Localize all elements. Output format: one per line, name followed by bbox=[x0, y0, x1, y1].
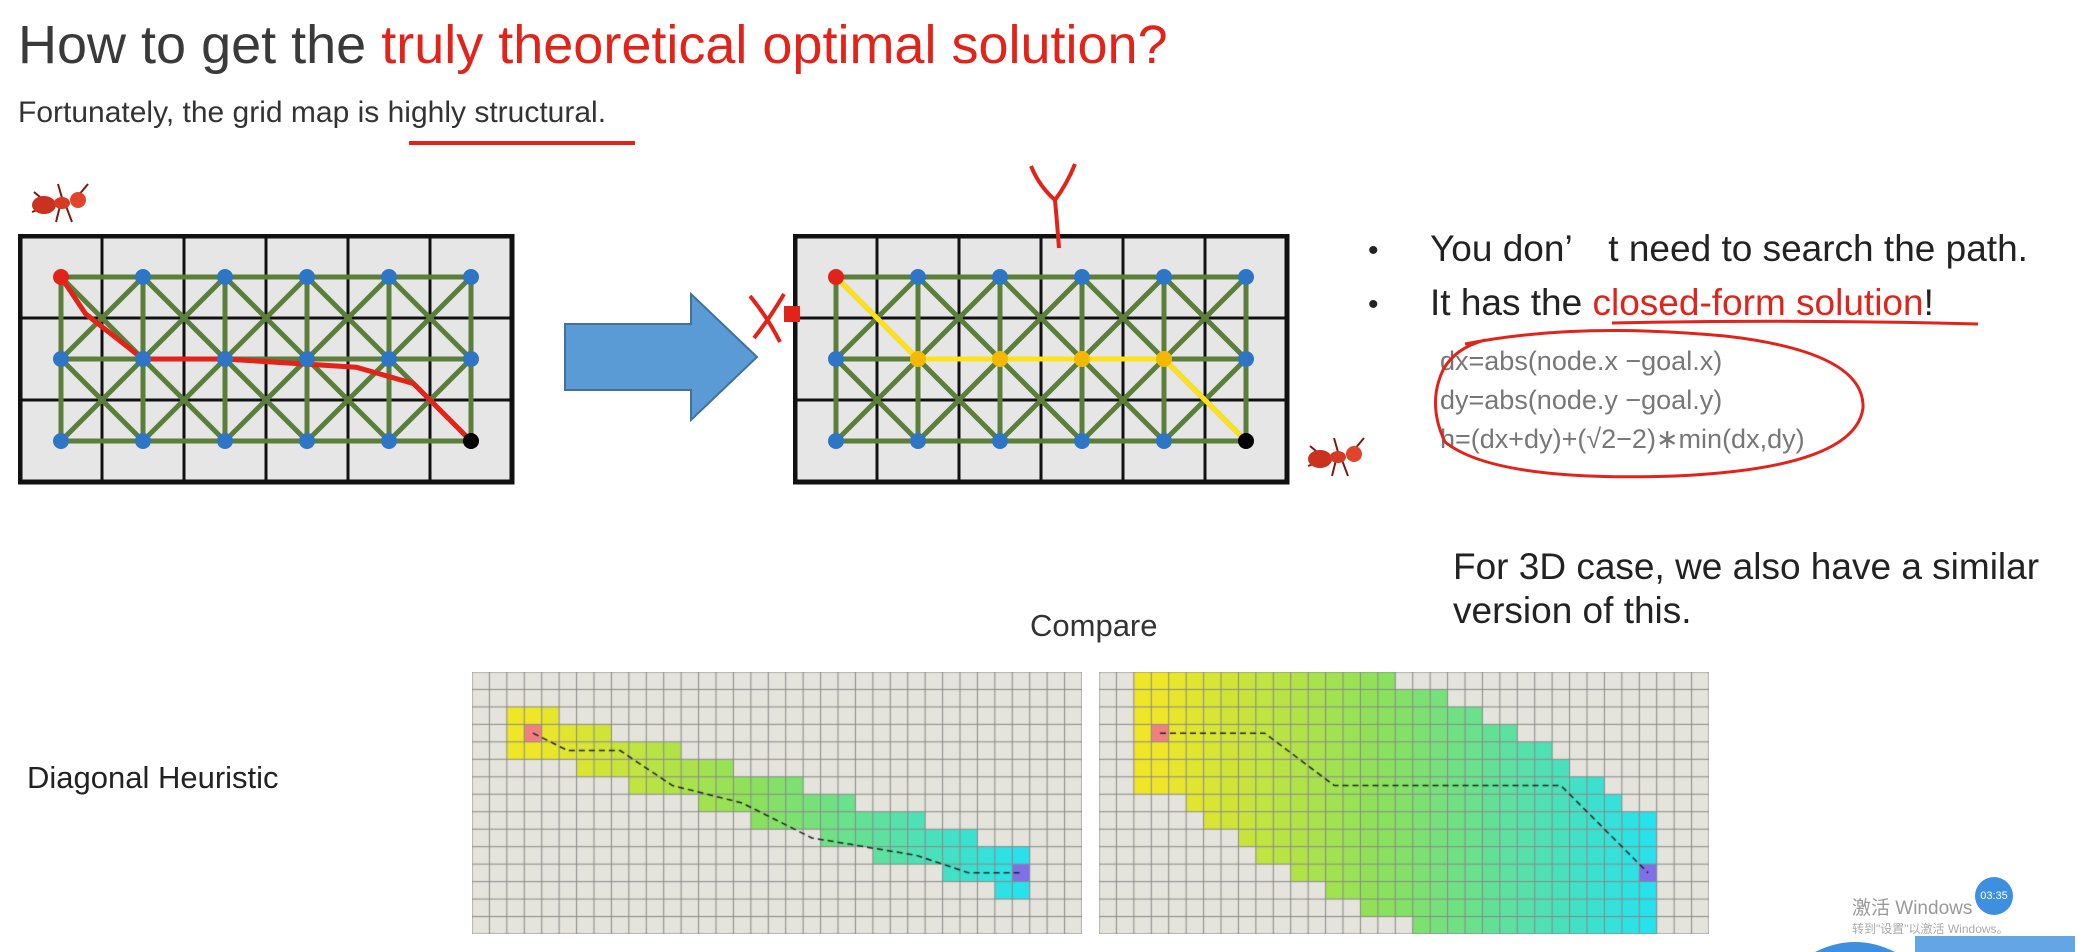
formula-circle-annotation bbox=[1433, 329, 1865, 479]
graph-node bbox=[828, 433, 844, 449]
goal-node bbox=[463, 433, 479, 449]
graph-node bbox=[53, 433, 69, 449]
graph-edge bbox=[916, 357, 1002, 443]
graph-edge bbox=[834, 357, 920, 443]
graph-node bbox=[1074, 269, 1090, 285]
bullet-text-end: ! bbox=[1923, 282, 1934, 323]
graph-edge bbox=[1080, 275, 1166, 361]
title-prefix: How to get the bbox=[18, 15, 382, 75]
graph-node bbox=[299, 433, 315, 449]
graph-edge bbox=[223, 275, 309, 361]
start-node bbox=[53, 269, 69, 285]
graph-node bbox=[217, 433, 233, 449]
graph-node bbox=[828, 351, 844, 367]
windows-activation-subtext: 转到"设置"以激活 Windows。 bbox=[1852, 922, 2009, 936]
origin-marker bbox=[784, 306, 800, 322]
formula-h: h=(dx+dy)+(√2−2)∗min(dx,dy) bbox=[1440, 424, 1805, 454]
graph-node bbox=[381, 351, 397, 367]
graph-node bbox=[992, 269, 1008, 285]
path-node bbox=[992, 351, 1008, 367]
goal-node bbox=[1238, 433, 1254, 449]
slide-subtitle: Fortunately, the grid map is highly stru… bbox=[18, 96, 607, 129]
graph-node bbox=[463, 351, 479, 367]
slide-title: How to get the truly theoretical optimal… bbox=[18, 14, 1168, 76]
bullet-text: It has the bbox=[1430, 282, 1593, 323]
graph-node bbox=[910, 433, 926, 449]
bullet-item: • It has the closed-form solution! bbox=[1368, 282, 1934, 324]
ant-icon bbox=[1307, 437, 1365, 477]
closed-form-underline-annotation bbox=[1611, 319, 1979, 326]
bullet-dot: • bbox=[1368, 288, 1379, 322]
graph-node bbox=[1074, 433, 1090, 449]
path-node bbox=[1074, 351, 1090, 367]
graph-edge bbox=[305, 275, 391, 361]
graph-edge bbox=[141, 275, 227, 361]
graph-edge bbox=[1162, 275, 1248, 361]
graph-edge bbox=[998, 357, 1084, 443]
graph-node bbox=[53, 351, 69, 367]
bullet-text: You don’ t need to search the path. bbox=[1430, 228, 2028, 269]
logo-strip bbox=[1815, 936, 2075, 952]
right-arrow-icon bbox=[564, 292, 759, 422]
graph-node bbox=[1156, 269, 1172, 285]
windows-activation-watermark: 激活 Windows bbox=[1852, 898, 1973, 919]
graph-node bbox=[1238, 351, 1254, 367]
heatmap-diagonal-heuristic bbox=[472, 672, 1082, 934]
graph-edge bbox=[1080, 357, 1166, 443]
formula-dx: dx=abs(node.x −goal.x) bbox=[1440, 346, 1723, 376]
graph-node bbox=[135, 269, 151, 285]
timer-badge: 03:35 bbox=[1975, 877, 2013, 915]
subtitle-underline-annotation bbox=[409, 141, 635, 145]
graph-node bbox=[299, 269, 315, 285]
graph-edge bbox=[998, 275, 1084, 361]
grid-graph-left bbox=[18, 234, 515, 485]
heatmap-comparison bbox=[1099, 672, 1709, 934]
graph-node bbox=[381, 433, 397, 449]
grid-graph-right bbox=[793, 234, 1290, 485]
graph-edge bbox=[916, 275, 1002, 361]
diagonal-heuristic-label: Diagonal Heuristic bbox=[27, 760, 279, 795]
bullet-dot: • bbox=[1368, 234, 1379, 268]
graph-node bbox=[217, 351, 233, 367]
graph-node bbox=[381, 269, 397, 285]
graph-node bbox=[463, 269, 479, 285]
path-line bbox=[834, 275, 1248, 443]
bullet-item: • You don’ t need to search the path. bbox=[1368, 218, 2028, 272]
graph-node bbox=[299, 351, 315, 367]
graph-edge bbox=[59, 357, 145, 443]
graph-node bbox=[1238, 269, 1254, 285]
title-highlight: truly theoretical optimal solution? bbox=[381, 15, 1168, 75]
axis-y-annotation bbox=[1029, 163, 1077, 249]
graph-node bbox=[992, 433, 1008, 449]
graph-node bbox=[135, 351, 151, 367]
start-node bbox=[828, 269, 844, 285]
ant-icon bbox=[31, 183, 89, 223]
compare-label: Compare bbox=[1030, 608, 1158, 643]
graph-node bbox=[135, 433, 151, 449]
path-node bbox=[1156, 351, 1172, 367]
graph-node bbox=[910, 269, 926, 285]
graph-edge bbox=[141, 357, 227, 443]
path-node bbox=[910, 351, 926, 367]
graph-node bbox=[217, 269, 233, 285]
note-3d-case: For 3D case, we also have a similar vers… bbox=[1453, 546, 2040, 631]
closed-form-highlight: closed-form solution bbox=[1592, 282, 1924, 323]
graph-node bbox=[1156, 433, 1172, 449]
graph-edge bbox=[387, 275, 473, 361]
formula-dy: dy=abs(node.y −goal.y) bbox=[1440, 385, 1723, 415]
axis-x-annotation bbox=[748, 292, 786, 343]
graph-edge bbox=[223, 357, 309, 443]
graph-edge bbox=[59, 275, 145, 361]
